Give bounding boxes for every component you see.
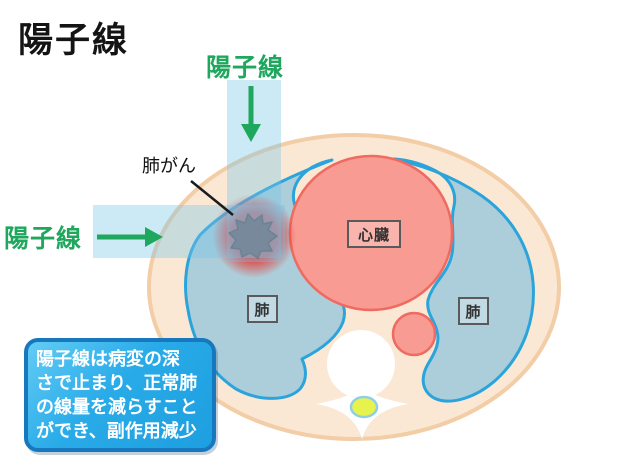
callout-line-3: の線量を減らすこと	[36, 397, 198, 417]
vertical-beam-label: 陽子線	[206, 54, 285, 82]
callout-line-1: 陽子線は病変の深	[36, 349, 180, 369]
aorta-shape	[391, 311, 437, 357]
right-lung-shape	[390, 157, 535, 403]
heart-label-box: 心臓	[347, 220, 401, 248]
right-lung-label-box: 肺	[458, 297, 489, 325]
tumor-leader-line	[190, 180, 234, 216]
right-arrow-head	[145, 227, 163, 247]
tumor-label: 肺がん	[142, 156, 196, 176]
horizontal-beam-label: 陽子線	[4, 225, 83, 253]
heart-label: 心臓	[357, 226, 390, 244]
lung-tumor	[228, 213, 278, 259]
callout-line-4: ができ、副作用減少	[36, 421, 197, 441]
explanation-callout: 陽子線は病変の深 さで止まり、正常肺 の線量を減らすこと ができ、副作用減少	[24, 338, 216, 452]
page-title: 陽子線	[18, 21, 130, 60]
down-arrow-head	[241, 124, 261, 142]
spinal-cord	[349, 395, 379, 419]
callout-line-2: さで止まり、正常肺	[36, 373, 198, 393]
left-lung-label-box: 肺	[247, 295, 278, 323]
vertical-proton-beam	[227, 80, 281, 262]
horizontal-proton-beam	[93, 205, 285, 258]
right-lung-label: 肺	[465, 303, 482, 321]
left-lung-label: 肺	[254, 301, 271, 319]
vertebra-body	[327, 330, 395, 398]
